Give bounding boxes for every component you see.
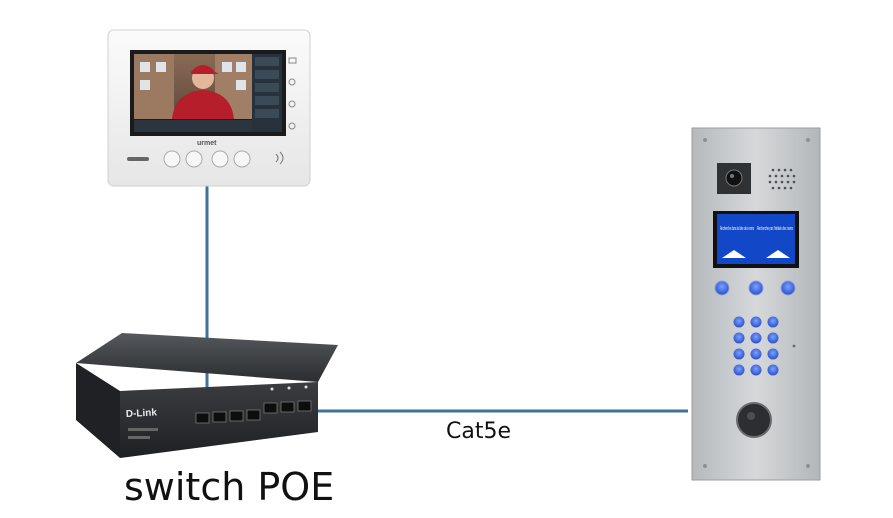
panel-screw: [806, 138, 810, 142]
switch-port: [246, 409, 261, 421]
reader-glint: [747, 412, 755, 420]
menu-item: [255, 70, 279, 79]
switch-led: [270, 387, 274, 391]
window: [156, 62, 166, 72]
monitor-button: [185, 150, 203, 168]
window: [236, 80, 246, 90]
switch-port: [195, 412, 210, 424]
panel-softkey: [780, 280, 796, 296]
lens-glint: [730, 174, 734, 178]
cable-label: Cat5e: [446, 419, 512, 444]
switch-port: [229, 410, 244, 422]
panel-screw: [703, 138, 707, 142]
switch-side: [76, 363, 120, 458]
monitor-button: [233, 150, 251, 168]
monitor-button: [211, 150, 229, 168]
window: [236, 62, 246, 72]
wifi-icon: [288, 122, 296, 130]
menu-item: [255, 96, 279, 105]
switch-port: [212, 411, 227, 423]
switch-led: [287, 386, 291, 390]
panel-camera-lens: [725, 169, 743, 187]
switch-led-row: [128, 428, 158, 431]
switch-port: [263, 402, 278, 414]
mail-icon: [288, 57, 297, 64]
window: [222, 62, 232, 72]
monitor-bottom-bar: [134, 120, 252, 132]
poe-switch: D-Link: [76, 333, 338, 458]
switch-port: [297, 400, 312, 412]
panel-keypad: [733, 316, 779, 376]
window: [140, 62, 150, 72]
accessibility-icon: [288, 100, 296, 108]
speaker-grille: [768, 168, 796, 190]
panel-softkey: [748, 280, 764, 296]
nfc-icon: [275, 151, 284, 165]
panel-mic: [792, 344, 796, 348]
switch-led: [304, 385, 308, 389]
panel-screw: [806, 464, 810, 468]
cable-links: [205, 186, 688, 424]
monitor-brand: urmet: [197, 140, 217, 147]
monitor-slot: [127, 157, 149, 161]
menu-item: [255, 109, 279, 118]
window: [140, 80, 150, 90]
bell-icon: [288, 78, 296, 86]
switch-brand: D-Link: [126, 407, 158, 420]
monitor-menu: [252, 54, 282, 132]
door-panel: Recherche dans la liste des noms Recherc…: [691, 127, 821, 481]
panel-screen-right-text: Recherche par l'initiale des noms: [757, 226, 793, 232]
panel-screen-arrow-right: [766, 250, 790, 258]
panel-badge-reader: [736, 402, 772, 438]
monitor-button: [163, 150, 181, 168]
switch-led-row: [128, 436, 150, 439]
switch-label: switch POE: [124, 465, 335, 509]
indoor-monitor: urmet: [107, 29, 311, 187]
visitor-cap: [191, 65, 219, 74]
panel-screw: [703, 464, 707, 468]
panel-softkey: [714, 280, 730, 296]
menu-item: [255, 83, 279, 92]
visitor-body: [172, 90, 234, 119]
switch-top: [76, 333, 338, 382]
switch-port: [280, 401, 295, 413]
panel-screen-arrow-left: [722, 250, 746, 258]
panel-screen-left-text: Recherche dans la liste des noms: [720, 226, 754, 232]
menu-item: [255, 57, 279, 66]
